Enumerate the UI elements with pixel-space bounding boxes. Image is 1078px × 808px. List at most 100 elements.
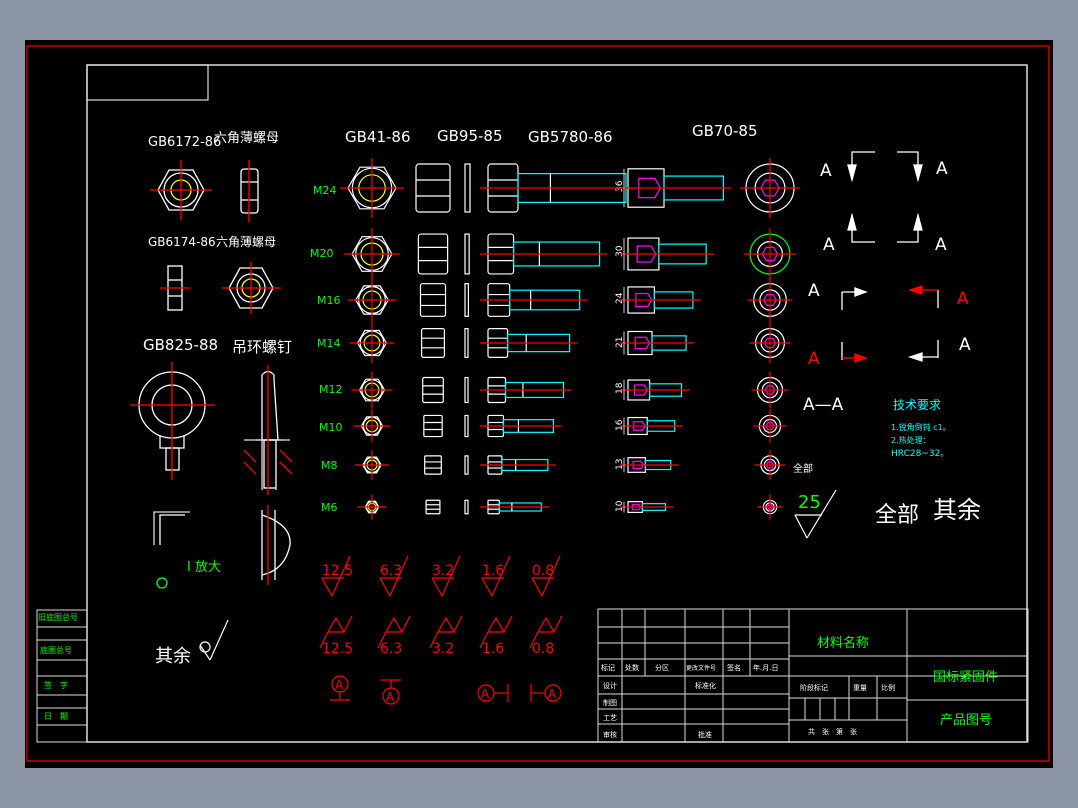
heading-eye-bolt: 吊环螺钉 xyxy=(232,338,292,356)
tb-mark: 标记 xyxy=(601,663,615,672)
dim-label: 18 xyxy=(615,382,625,394)
dim-label: 24 xyxy=(615,292,625,304)
heading-gb41: GB41-86 xyxy=(345,128,411,146)
tb-audit: 审核 xyxy=(603,730,617,739)
tb-scale: 比例 xyxy=(881,683,895,692)
dim-labels: 36 30 24 21 18 16 13 10 xyxy=(615,180,625,512)
heading-gb6172: GB6172-86 xyxy=(148,135,221,150)
tech-line2: 2.热处理： xyxy=(891,435,931,445)
gb6172-nut-side xyxy=(240,160,259,222)
strip-label-base: 底图总号 xyxy=(40,645,72,655)
tb-approve: 批准 xyxy=(698,730,712,739)
tech-line1: 1.锐角倒钝 c1。 xyxy=(891,422,951,432)
all-label: 全部 xyxy=(793,462,813,475)
tb-date: 年.月.日 xyxy=(753,663,778,672)
heading-hex-thin-nut: 六角薄螺母 xyxy=(214,131,279,146)
tb-sign: 签名 xyxy=(727,663,741,672)
roughness-bottom xyxy=(429,615,463,649)
heading-gb6174: GB6174-86 xyxy=(148,235,216,249)
roughness-bottom xyxy=(319,615,353,649)
roughness-symbols: 12.5 12.5 6.3 6.3 3.2 3.2 1.6 1.6 0.8 0.8 xyxy=(319,555,563,657)
gb6172-nut-top xyxy=(150,160,212,220)
fastener-row xyxy=(344,228,796,280)
size-label: M20 xyxy=(310,247,334,260)
outer-frame xyxy=(26,45,1050,762)
fastener-row xyxy=(340,158,800,218)
size-label: M24 xyxy=(313,184,337,197)
tb-weight: 重量 xyxy=(853,684,867,692)
size-label: M8 xyxy=(321,459,338,472)
size-labels: M24 M20 M16 M14 M12 M10 M8 M6 xyxy=(310,184,343,514)
section-letter: A xyxy=(808,349,820,369)
section-letter: A xyxy=(820,161,832,181)
roughness-top-value: 6.3 xyxy=(380,563,402,579)
strip-label-date: 日 期 xyxy=(44,712,68,721)
paper xyxy=(25,40,1053,768)
heading-gb95: GB95-85 xyxy=(437,127,503,145)
tb-sheets: 共 张 第 张 xyxy=(808,727,857,736)
tb-standard: 国标紧固件 xyxy=(933,670,998,685)
roughness-top xyxy=(531,555,561,597)
dim-label: 13 xyxy=(615,459,625,470)
section-letter: A xyxy=(823,235,835,255)
fastener-row xyxy=(347,277,793,323)
roughness-bottom-value: 6.3 xyxy=(380,641,402,657)
fastener-row xyxy=(349,322,791,364)
roughness-top-value: 1.6 xyxy=(482,563,504,579)
fastener-rows xyxy=(340,158,800,520)
inner-frame xyxy=(86,64,1028,743)
heading-gb825: GB825-88 xyxy=(143,336,218,354)
roughness-bottom xyxy=(479,615,513,649)
roughness-all-symbol xyxy=(794,489,837,539)
roughness-top-value: 12.5 xyxy=(322,563,353,579)
gb6174-nut-top xyxy=(222,262,281,314)
tb-product: 产品图号 xyxy=(940,713,992,728)
tb-draw: 制图 xyxy=(603,698,617,707)
section-letters: A A A A A A A A xyxy=(808,159,971,369)
all-rest-rest: 其余 xyxy=(933,496,981,524)
eye-bolt-side xyxy=(243,365,293,495)
all-rest-all: 全部 xyxy=(875,503,919,528)
roughness-top-value: 3.2 xyxy=(432,563,454,579)
dim-label: 36 xyxy=(615,180,625,192)
roughness-top xyxy=(321,555,351,597)
rest-label-left: 其余 xyxy=(155,646,191,667)
corner-box xyxy=(86,64,209,101)
tb-change: 更改文件号 xyxy=(686,664,716,672)
strip-label-old: 旧底图总号 xyxy=(38,612,78,622)
tb-standardize: 标准化 xyxy=(695,681,716,690)
all-value: 25 xyxy=(798,492,821,513)
datum-letter: A xyxy=(548,687,557,701)
size-label: M16 xyxy=(317,294,341,307)
tb-material: 材料名称 xyxy=(817,635,869,651)
fastener-row xyxy=(354,449,786,481)
size-label: M14 xyxy=(317,337,341,350)
section-letter: A xyxy=(936,159,948,179)
roughness-top xyxy=(379,555,409,597)
gb6174-nut-side xyxy=(160,265,190,311)
left-strip xyxy=(36,609,88,743)
section-letter: A xyxy=(935,235,947,255)
section-aa: A—A xyxy=(803,395,844,415)
detail-i-enlarged xyxy=(153,505,291,589)
enlarge-label: I 放大 xyxy=(187,560,221,575)
roughness-bottom-value: 1.6 xyxy=(482,641,504,657)
section-letter: A xyxy=(957,289,969,309)
fastener-row xyxy=(353,409,787,443)
datum-symbols xyxy=(330,675,562,705)
title-block xyxy=(597,608,1029,743)
strip-label-sign: 签 字 xyxy=(44,680,68,690)
roughness-top-value: 0.8 xyxy=(532,563,554,579)
roughness-bottom-value: 0.8 xyxy=(532,641,554,657)
size-label: M10 xyxy=(319,421,343,434)
heading-hex-thin-nut-2: 六角薄螺母 xyxy=(216,234,276,249)
roughness-bottom-value: 3.2 xyxy=(432,641,454,657)
size-label: M6 xyxy=(321,501,338,514)
section-letter: A xyxy=(959,335,971,355)
roughness-symbol-left xyxy=(199,619,229,661)
datum-letter: A xyxy=(386,690,395,704)
tb-stage: 阶段标记 xyxy=(800,683,828,692)
roughness-bottom-value: 12.5 xyxy=(322,641,353,657)
dim-label: 16 xyxy=(615,419,625,431)
